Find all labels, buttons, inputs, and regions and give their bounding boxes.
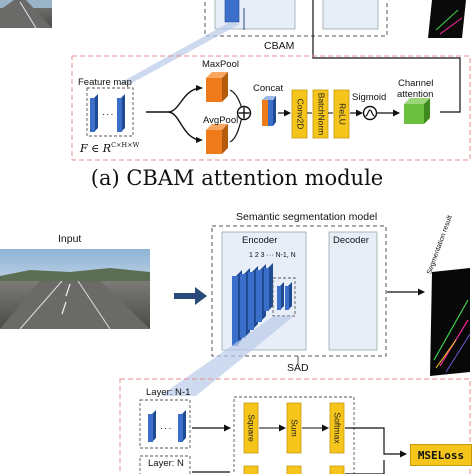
- relu-label: ReLU: [336, 103, 347, 125]
- model-box: [211, 225, 387, 357]
- feature-map-dots: ···: [102, 109, 115, 120]
- top-projection-band: [118, 22, 240, 84]
- caption-a: (a) CBAM attention module: [90, 166, 384, 190]
- layer-n-box: [139, 455, 191, 474]
- sad-frame: [119, 378, 471, 474]
- avgpool-block: [206, 124, 228, 154]
- top-seg-result: [428, 0, 466, 38]
- feature-map-stack: [90, 94, 125, 132]
- maxpool-label: MaxPool: [202, 59, 239, 70]
- square-block-2: [243, 465, 259, 474]
- avgpool-label: AvgPool: [203, 115, 239, 126]
- layer-indices-label: 1 2 3 ··· N-1, N: [249, 252, 296, 259]
- channel-attention-label-1: Channel: [398, 78, 434, 89]
- concat-plus-icon: [236, 105, 252, 121]
- arrow-to-pools: [146, 87, 201, 141]
- feature-map-formula: F ∈ RC×H×W: [80, 141, 140, 155]
- softmax-label: Softmax: [332, 412, 343, 444]
- sum-block: [286, 402, 302, 454]
- batchnorm-label: BatchNorm: [315, 92, 326, 136]
- input-arrow: [174, 287, 207, 305]
- feature-map-label: Feature map: [78, 77, 132, 88]
- sigmoid-icon: [362, 105, 378, 121]
- sigmoid-label: Sigmoid: [352, 92, 387, 103]
- cbam-title: CBAM: [264, 40, 295, 52]
- softmax-block: [329, 402, 345, 454]
- channel-attention-block: [404, 98, 430, 124]
- square-label: Square: [246, 414, 257, 442]
- maxpool-block: [206, 72, 228, 102]
- layer-n1-box: [139, 399, 191, 449]
- concat-label: Concat: [253, 83, 284, 94]
- mseloss-block: MSELoss: [410, 444, 472, 466]
- layer-n1-label: Layer: N-1: [146, 387, 191, 398]
- top-connector: [312, 0, 461, 113]
- square-block: [243, 402, 259, 454]
- relu-block: [333, 89, 350, 139]
- sum-block-2: [286, 465, 302, 474]
- layer-n-label: Layer: N: [148, 458, 184, 469]
- top-encoder-box: [204, 0, 388, 37]
- input-label: Input: [58, 233, 82, 245]
- conv2d-label: Conv2D: [294, 98, 305, 130]
- top-encoder-block: [224, 0, 240, 23]
- feature-map-box: [86, 87, 134, 137]
- layer-n1-stack: [148, 410, 186, 442]
- encoder-label: Encoder: [242, 235, 278, 246]
- top-decoder-inner: [322, 0, 379, 30]
- layer-n1-dots: ···: [160, 423, 173, 434]
- bottom-projection-band: [160, 316, 294, 396]
- encoder-last-layers: [277, 282, 292, 310]
- channel-attention-label-2: attention: [397, 89, 434, 100]
- decoder-label: Decoder: [333, 235, 369, 246]
- input-road-image: [0, 249, 150, 330]
- sad-ops-box: [233, 396, 355, 474]
- batchnorm-block: [312, 89, 329, 139]
- cbam-frame: [71, 55, 471, 161]
- arrow-to-mseloss: [345, 427, 407, 458]
- encoder-stack: [232, 263, 273, 346]
- model-title: Semantic segmentation model: [236, 211, 378, 223]
- sad-label: SAD: [287, 362, 309, 374]
- softmax-block-2: [329, 465, 345, 474]
- sum-label: Sum: [289, 419, 300, 437]
- top-road-image: [0, 0, 52, 29]
- decoder-panel: [328, 231, 378, 351]
- conv2d-block: [291, 89, 308, 139]
- segmentation-result-image: [430, 268, 471, 376]
- concat-block: [262, 96, 276, 126]
